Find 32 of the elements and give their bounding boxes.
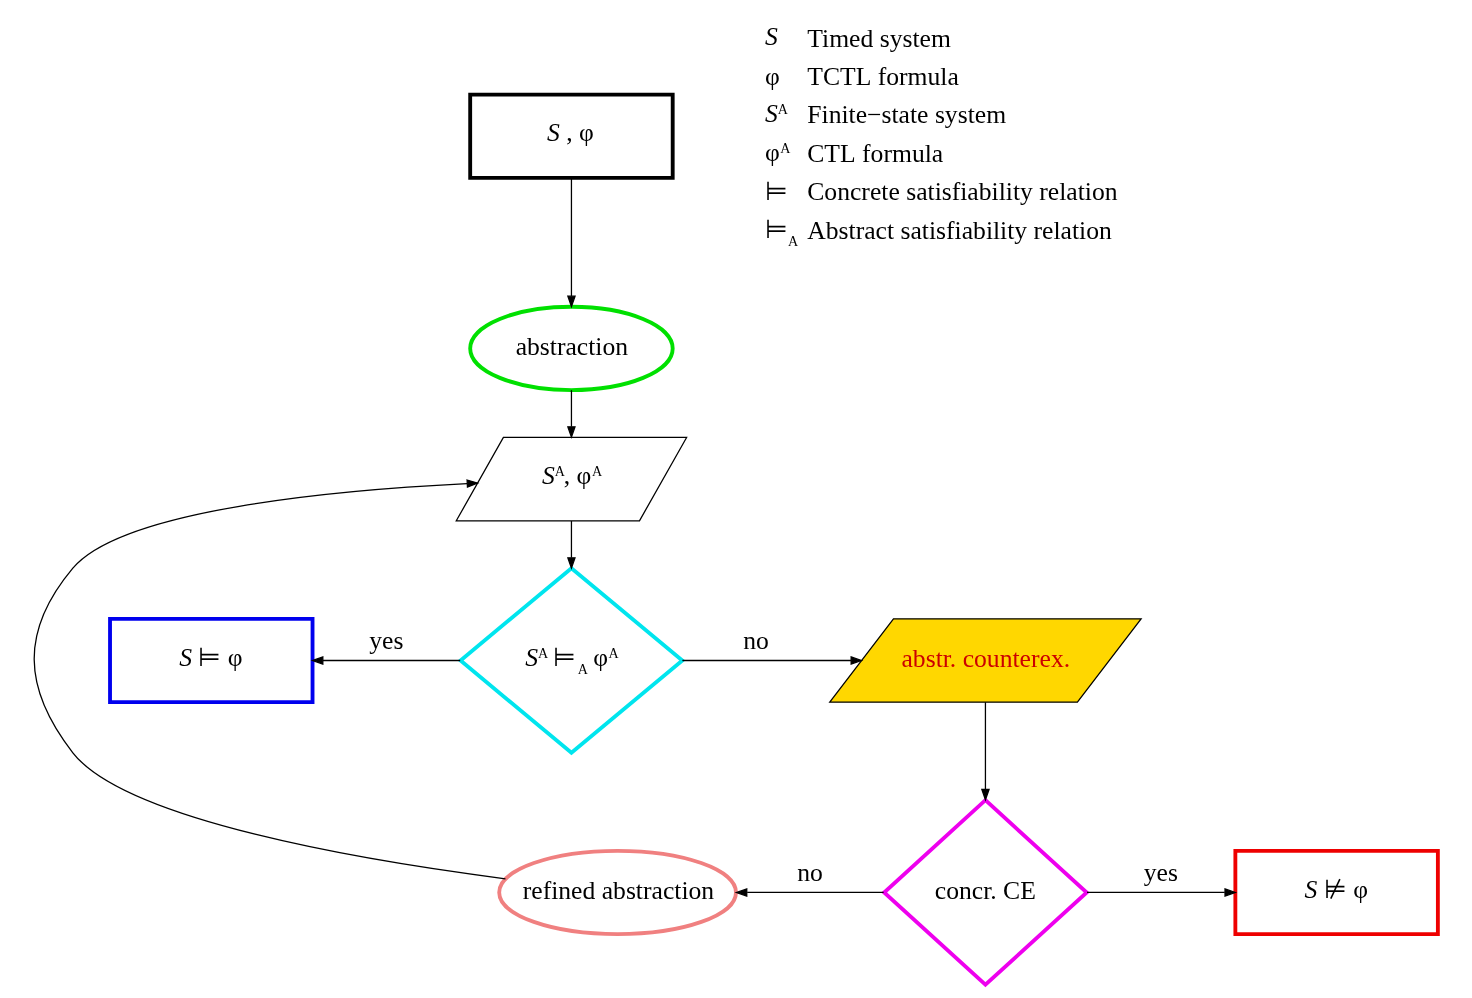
label: ⊨$_{A}$ <box>764 214 799 249</box>
node-ellipse: refined abstraction <box>497 848 738 937</box>
label: ⊨ <box>764 177 788 207</box>
node-diamond: S$^{A}$ ⊨$_{A}$ φ$^{A}$ <box>457 565 686 756</box>
label: TCTL formula <box>807 62 959 92</box>
arrow <box>566 177 576 309</box>
label: Concrete satisfiability relation <box>807 177 1118 207</box>
arrow <box>681 656 864 665</box>
node-diamond: concr. CE <box>881 797 1090 988</box>
arrow <box>980 701 990 802</box>
edge-label: no <box>743 625 769 655</box>
label: φ <box>764 62 780 92</box>
arrow <box>33 479 507 880</box>
node-ellipse: abstraction <box>468 304 675 392</box>
node-box: S ⊭ φ <box>1233 848 1440 937</box>
label: Timed system <box>807 23 951 53</box>
arrow <box>310 656 461 665</box>
arrow <box>1086 888 1238 897</box>
edge-label: yes <box>369 625 404 655</box>
node-box: S ⊨ φ <box>108 616 315 705</box>
label: Abstract satisfiability relation <box>807 215 1112 245</box>
arrow <box>566 389 576 440</box>
node-box: S , φ <box>468 92 675 180</box>
label: φ$^{A}$ <box>764 137 791 167</box>
edge-label: no <box>797 857 823 887</box>
arrow <box>734 888 885 897</box>
label: S <box>764 22 778 52</box>
label: S$^{A}$ <box>764 99 788 129</box>
arrow <box>566 520 576 571</box>
label: Finite−state system <box>807 100 1007 130</box>
label: CTL formula <box>807 138 944 168</box>
edge-label: yes <box>1143 857 1178 887</box>
